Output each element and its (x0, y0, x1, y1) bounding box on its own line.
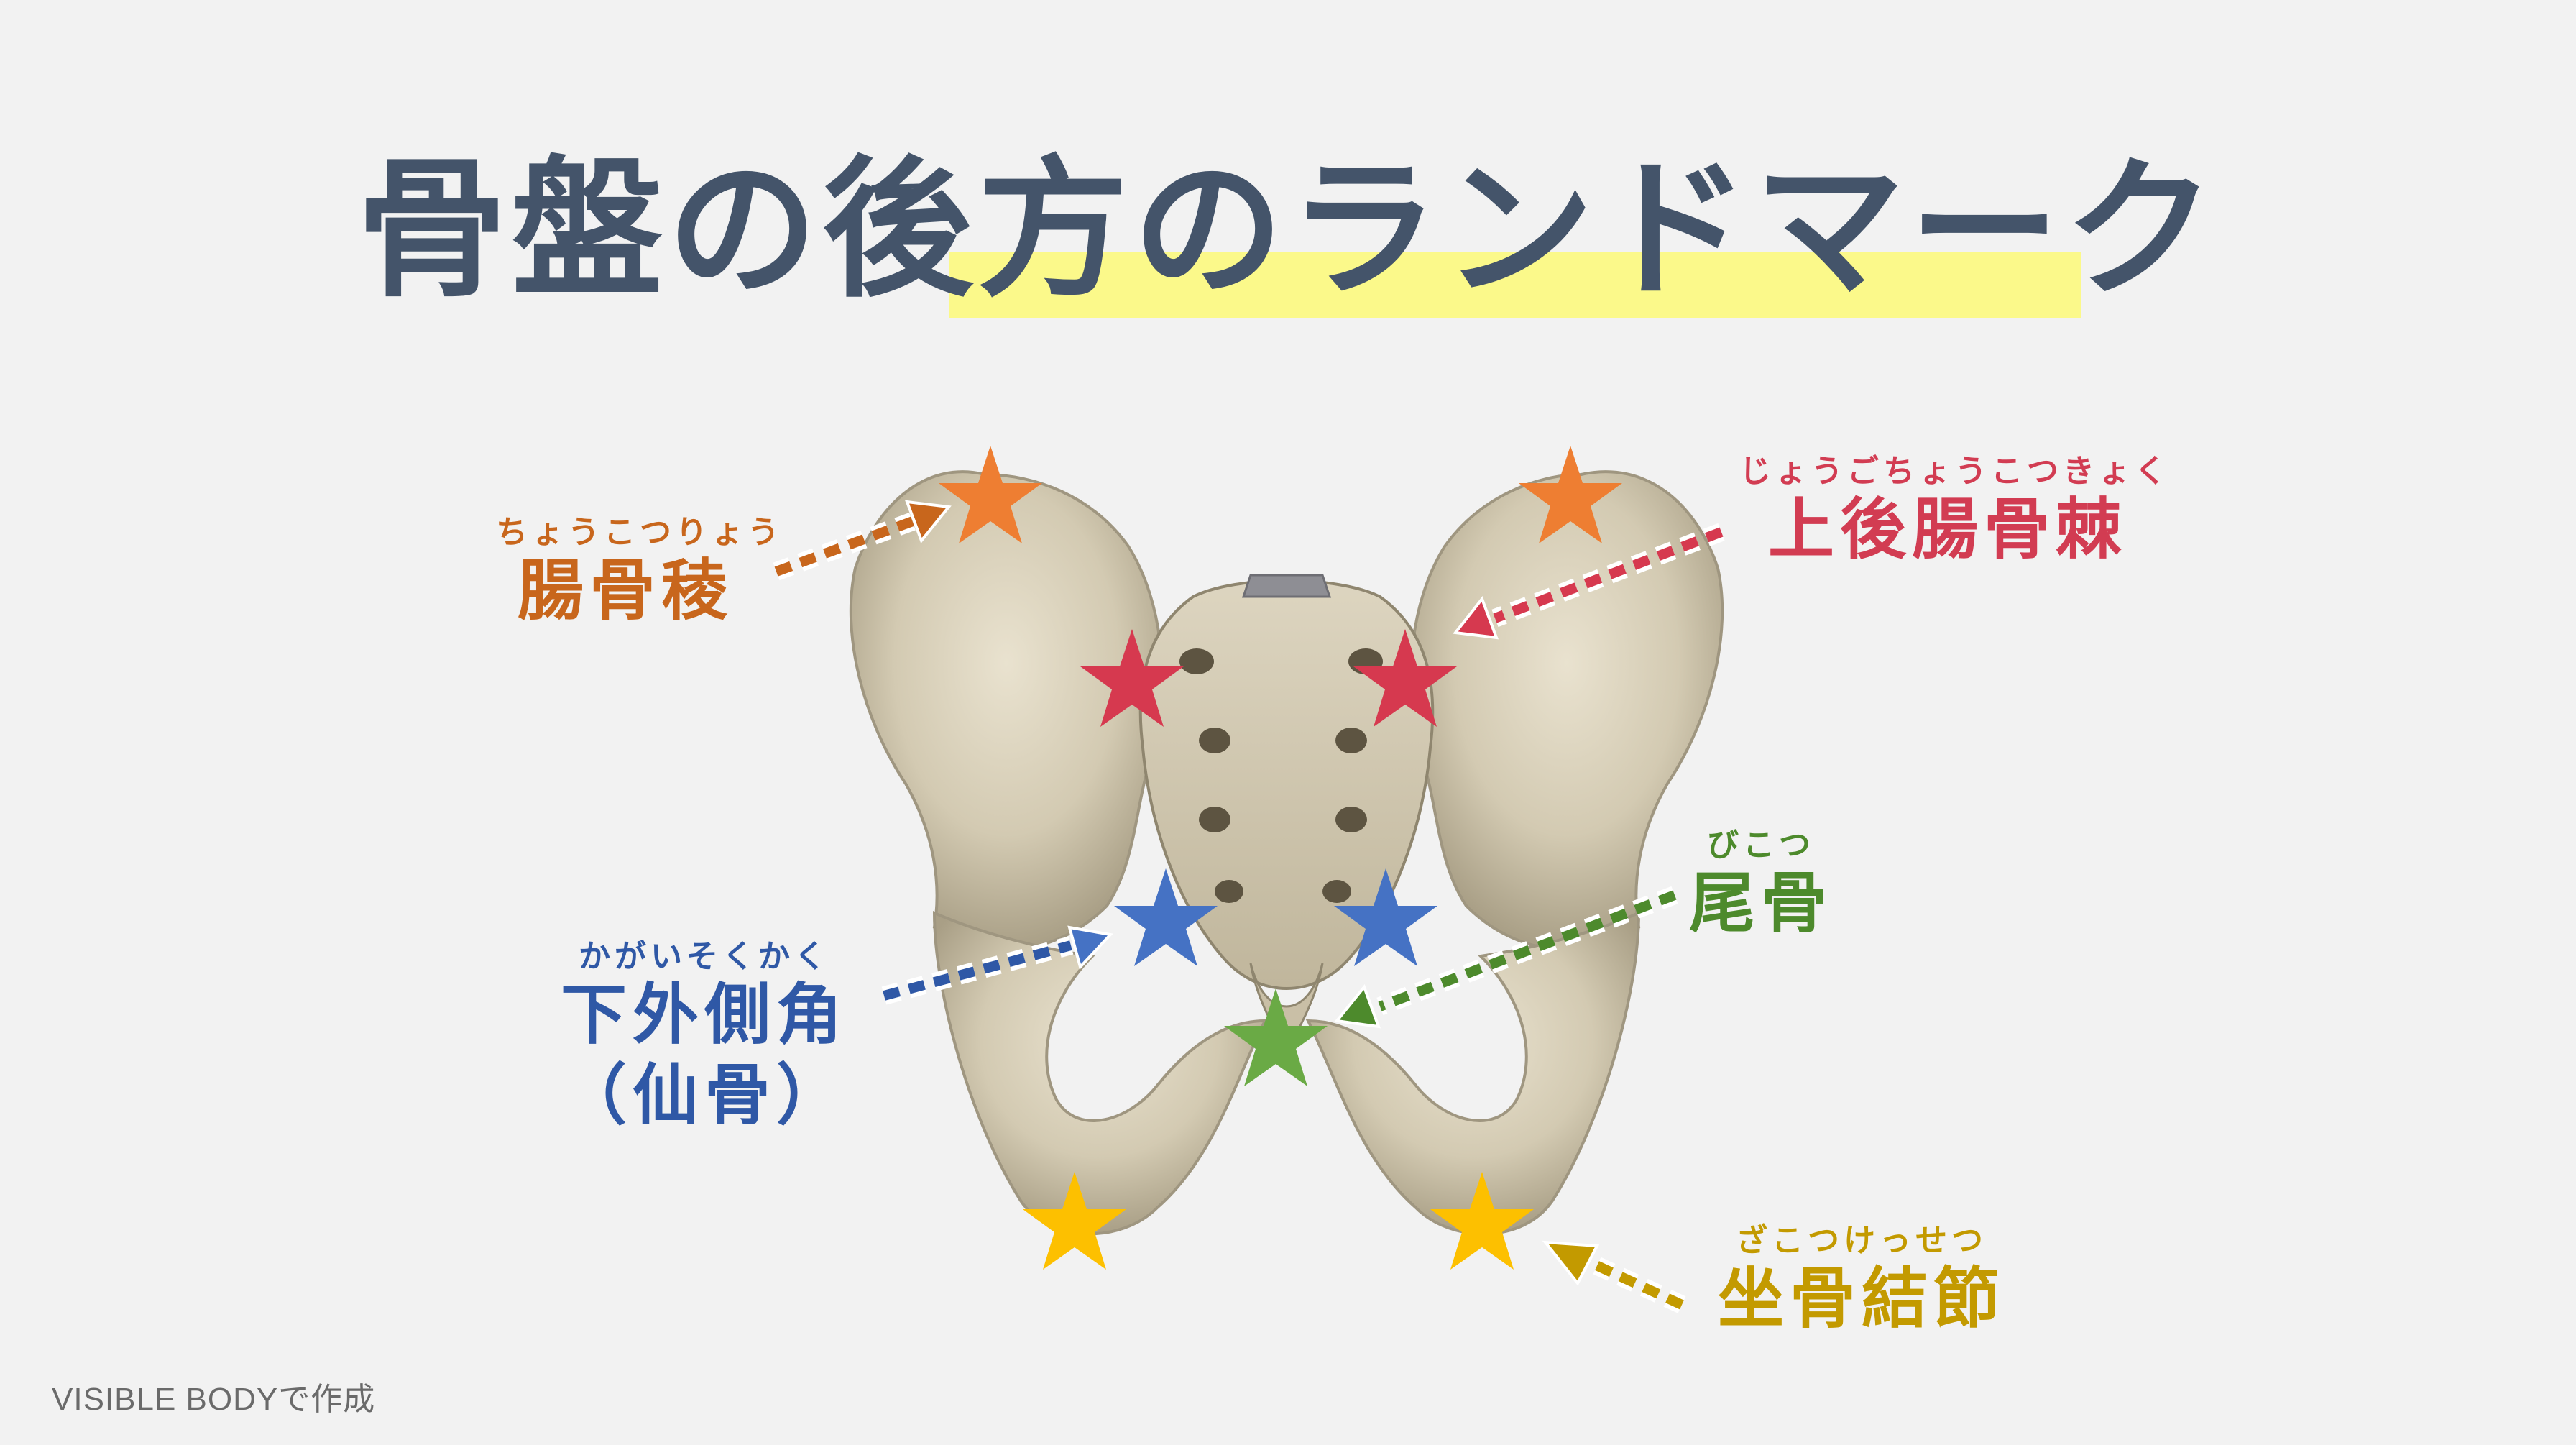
label-coccyx: びこつ 尾骨 (1682, 827, 1840, 943)
right-ilium (1409, 470, 1724, 952)
label-iliac-crest: ちょうこつりょう 腸骨稜 (496, 514, 783, 630)
label-ischial-tuberosity: ざこつけっせつ 坐骨結節 (1696, 1222, 2027, 1339)
label-psis-ruby: じょうごちょうこつきょく (1739, 453, 2171, 490)
dotted-arrow-icon (1542, 1240, 1686, 1313)
credit-text: VISIBLE BODYで作成 (52, 1382, 376, 1417)
label-psis: じょうごちょうこつきょく 上後腸骨棘 (1739, 453, 2171, 569)
star-icon (1023, 1172, 1126, 1270)
sacral-foramen (1215, 880, 1243, 903)
star-icon (1430, 1172, 1534, 1270)
label-ila-subtext: （仙骨） (560, 1057, 848, 1134)
dotted-arrow-icon (881, 925, 1113, 1005)
star-icon (1224, 988, 1328, 1086)
lumbar-vertebra (1241, 574, 1332, 598)
star-icon (1334, 868, 1438, 966)
label-coccyx-ruby: びこつ (1707, 827, 1815, 863)
title-highlight (949, 252, 2081, 318)
label-ila-ruby: かがいそくかく (579, 938, 830, 975)
label-ischial-text: 坐骨結節 (1717, 1260, 2005, 1337)
star-icon (1353, 629, 1457, 727)
label-coccyx-text: 尾骨 (1688, 865, 1833, 942)
label-iliac-crest-text: 腸骨稜 (517, 552, 733, 629)
star-icon (939, 446, 1042, 543)
label-psis-text: 上後腸骨棘 (1767, 491, 2128, 568)
sacral-foramen (1335, 807, 1367, 832)
sacrum (1138, 579, 1435, 990)
left-ischium (932, 910, 1268, 1236)
sacral-foramen (1199, 807, 1230, 832)
dotted-arrow-icon (1334, 886, 1678, 1029)
title-area: 骨盤の後方のランドマーク (0, 137, 2576, 338)
sacral-foramen (1199, 728, 1230, 753)
dotted-arrow-icon (773, 500, 952, 581)
label-iliac-crest-ruby: ちょうこつりょう (496, 514, 783, 551)
label-ila: かがいそくかく 下外側角 （仙骨） (539, 938, 870, 1135)
star-icon (1519, 446, 1622, 543)
right-ischium (1305, 910, 1641, 1236)
sacral-foramen (1179, 648, 1214, 674)
dotted-arrow-icon (1453, 523, 1725, 640)
page-title: 骨盤の後方のランドマーク (356, 142, 2220, 318)
label-ila-text: 下外側角 (560, 976, 848, 1053)
star-icon (1080, 629, 1184, 727)
sacral-foramen (1322, 880, 1351, 903)
label-ischial-ruby: ざこつけっせつ (1736, 1222, 1987, 1259)
star-icon (1114, 868, 1218, 966)
sacral-foramen (1335, 728, 1367, 753)
